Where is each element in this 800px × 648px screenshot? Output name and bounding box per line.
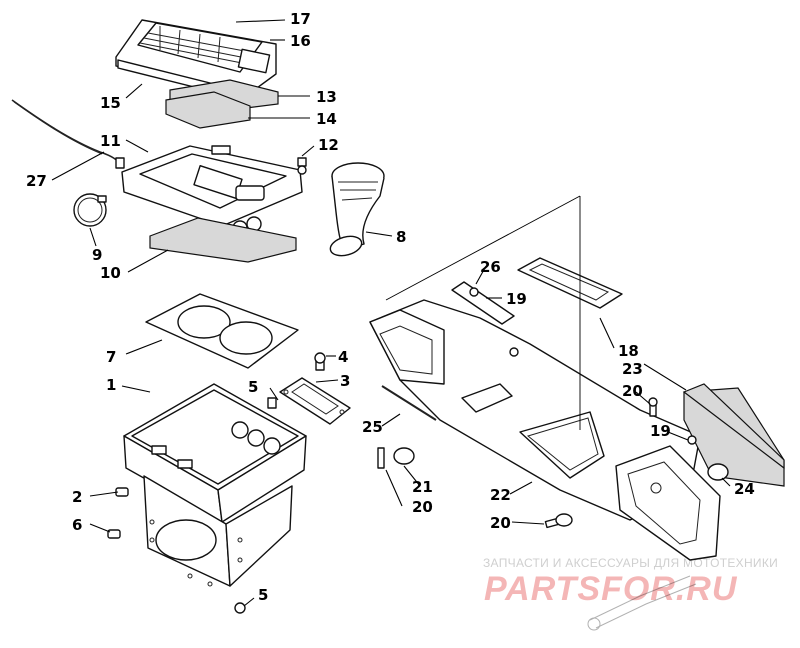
callout-17: 17 (290, 10, 311, 28)
callout-8: 8 (396, 228, 406, 246)
flange-3 (279, 377, 351, 425)
callout-3: 3 (340, 372, 350, 390)
duct-end-piece (615, 445, 721, 561)
rod-25 (381, 385, 437, 421)
nut-19-right (687, 435, 697, 445)
callout-15: 15 (100, 94, 121, 112)
inlet-elbow-8 (329, 162, 385, 257)
clamp-9 (73, 193, 107, 227)
callout-16: 16 (290, 32, 311, 50)
callout-5-top: 5 (248, 378, 258, 396)
faint-detail (587, 575, 697, 631)
bracket-26 (451, 281, 515, 325)
callout-12: 12 (318, 136, 339, 154)
fastener-6 (107, 529, 121, 539)
watermark-brand: PARTSFOR.RU (484, 570, 738, 608)
leader-lines (51, 19, 731, 607)
screw-20-lower (544, 513, 573, 529)
gasket-plate-7 (145, 293, 299, 369)
nut-19-center (509, 347, 519, 357)
nut-19-top (469, 287, 479, 297)
callout-2: 2 (72, 488, 82, 506)
callout-19-right: 19 (650, 422, 671, 440)
airbox-upper-housing (121, 145, 303, 240)
callout-20-lower: 20 (490, 514, 511, 532)
callout-1: 1 (106, 376, 116, 394)
airbox-lower-housing-1 (123, 383, 307, 587)
callout-27: 27 (26, 172, 47, 190)
callout-20-upper: 20 (622, 382, 643, 400)
callout-4: 4 (338, 348, 348, 366)
callout-21: 21 (412, 478, 433, 496)
callout-13: 13 (316, 88, 337, 106)
callout-19-top: 19 (506, 290, 527, 308)
callout-18: 18 (618, 342, 639, 360)
washer-21 (393, 447, 415, 465)
callout-20-mid: 20 (412, 498, 433, 516)
foam-block-23 (682, 383, 785, 487)
watermark-tagline: ЗАПЧАСТИ И АКСЕССУАРЫ ДЛЯ МОТОТЕХНИКИ (483, 556, 778, 570)
fastener-5-top (267, 397, 277, 409)
grommet-24 (707, 463, 729, 481)
screw-4 (314, 352, 326, 371)
callout-6: 6 (72, 516, 82, 534)
callout-5-bottom: 5 (258, 586, 268, 604)
callout-25: 25 (362, 418, 383, 436)
callout-9: 9 (92, 246, 102, 264)
callouts: 17 16 15 13 14 11 12 27 9 10 8 26 19 18 … (26, 10, 755, 604)
callout-26: 26 (480, 258, 501, 276)
screw-20-mid (377, 447, 385, 469)
callout-22: 22 (490, 486, 511, 504)
lower-filter-pad (149, 217, 297, 263)
airbox-lid (115, 19, 277, 101)
callout-11: 11 (100, 132, 121, 150)
callout-14: 14 (316, 110, 337, 128)
fastener-5-bottom (234, 602, 246, 614)
filter-pads (165, 79, 279, 129)
callout-24: 24 (734, 480, 755, 498)
seal-frame-18 (517, 257, 623, 309)
callout-7: 7 (106, 348, 116, 366)
screw-20-upper (648, 397, 658, 417)
callout-10: 10 (100, 264, 121, 282)
fastener-12 (297, 157, 307, 175)
cable-27 (11, 99, 125, 169)
callout-23: 23 (622, 360, 643, 378)
